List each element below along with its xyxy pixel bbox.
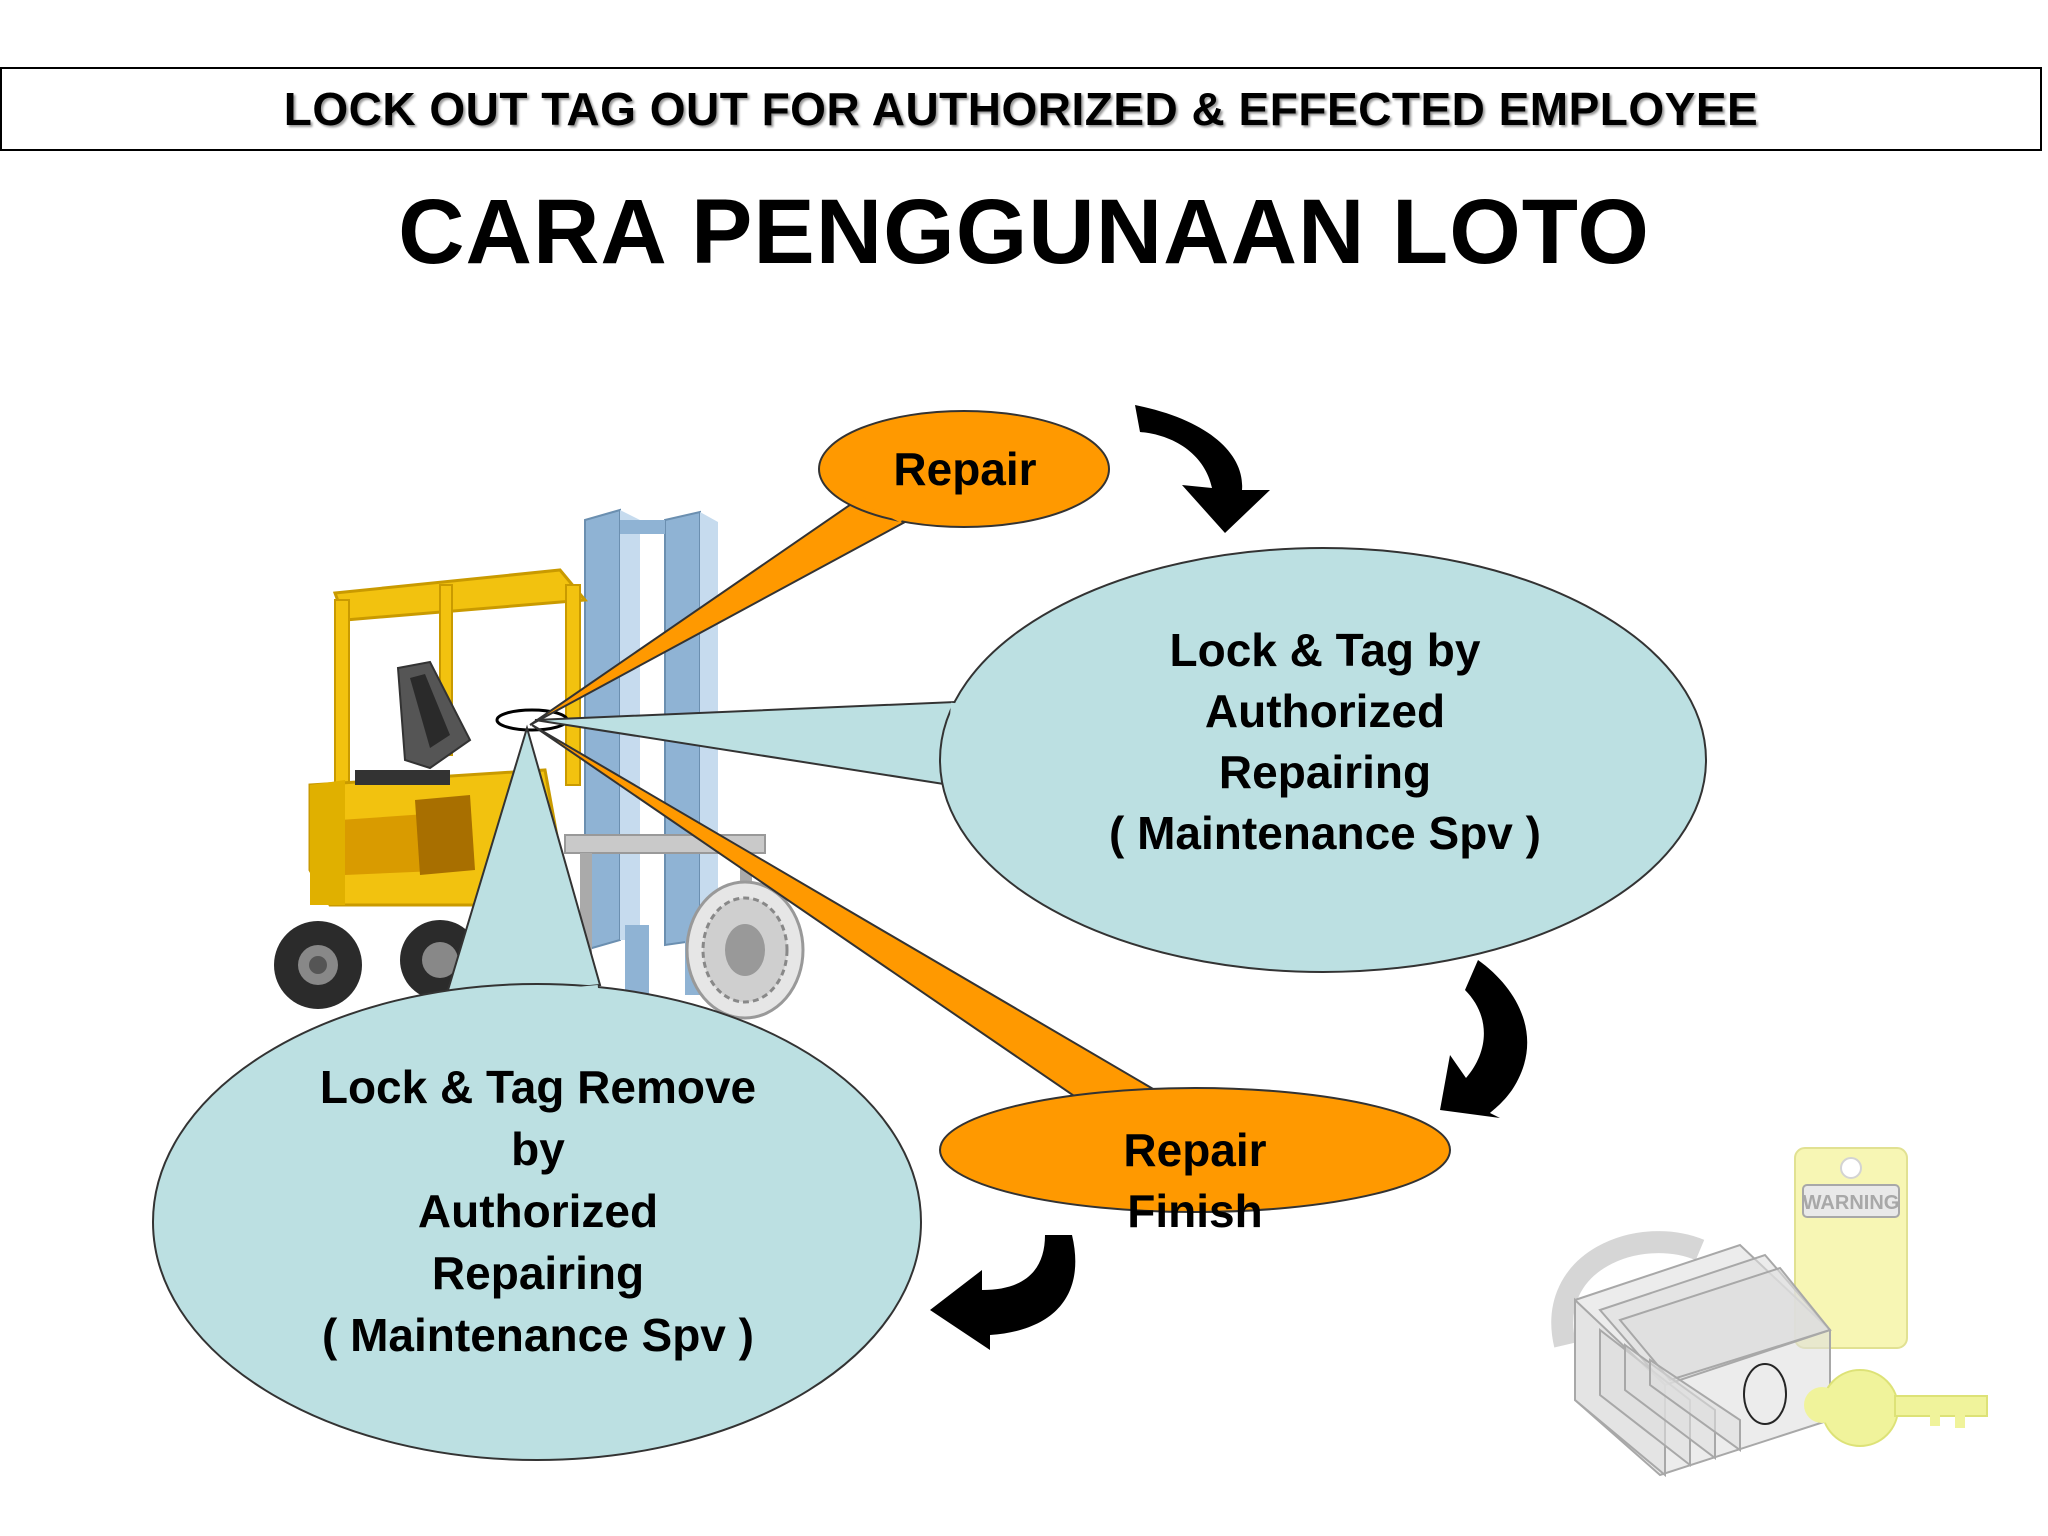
repair-finish-line: Repair [1123, 1124, 1267, 1176]
lock-tag-line: ( Maintenance Spv ) [1109, 807, 1541, 859]
header-banner-text: LOCK OUT TAG OUT FOR AUTHORIZED & EFFECT… [283, 83, 1759, 135]
page-title: CARA PENGGUNAAN LOTO [398, 181, 1650, 283]
lock-tag-callout [534, 547, 1707, 973]
arrow-finish-to-remove-icon [930, 1235, 1076, 1350]
arrow-lock-to-finish-icon [1440, 960, 1528, 1118]
padlock-tag-key-illustration: WARNING [1551, 1147, 1988, 1478]
repair-finish-line: Finish [1127, 1185, 1263, 1237]
arrow-repair-to-lock-icon [1135, 405, 1270, 533]
lock-tag-remove-line: Repairing [431, 1247, 645, 1299]
lock-tag-remove-callout [152, 724, 922, 1461]
repair-finish-callout [531, 724, 1451, 1213]
lock-tag-remove-line: by [511, 1123, 565, 1175]
lock-tag-line: Repairing [1218, 746, 1432, 798]
repair-callout [529, 410, 1110, 726]
header-banner: LOCK OUT TAG OUT FOR AUTHORIZED & EFFECT… [0, 67, 2042, 151]
lock-tag-remove-text: Lock & Tag Remove by Authorized Repairin… [238, 1056, 838, 1366]
lock-tag-remove-line: Authorized [417, 1185, 659, 1237]
warning-tag-label: WARNING [1803, 1192, 1900, 1214]
lock-tag-remove-line: Lock & Tag Remove [319, 1061, 757, 1113]
cycle-arrows [930, 405, 1528, 1350]
lock-tag-line: Lock & Tag by [1169, 624, 1481, 676]
repair-label: Repair [893, 443, 1037, 495]
lock-tag-remove-line: ( Maintenance Spv ) [322, 1309, 754, 1361]
lock-tag-line: Authorized [1204, 685, 1446, 737]
repair-finish-text: Repair Finish [1045, 1120, 1345, 1242]
lock-tag-text: Lock & Tag by Authorized Repairing ( Mai… [1020, 620, 1630, 864]
